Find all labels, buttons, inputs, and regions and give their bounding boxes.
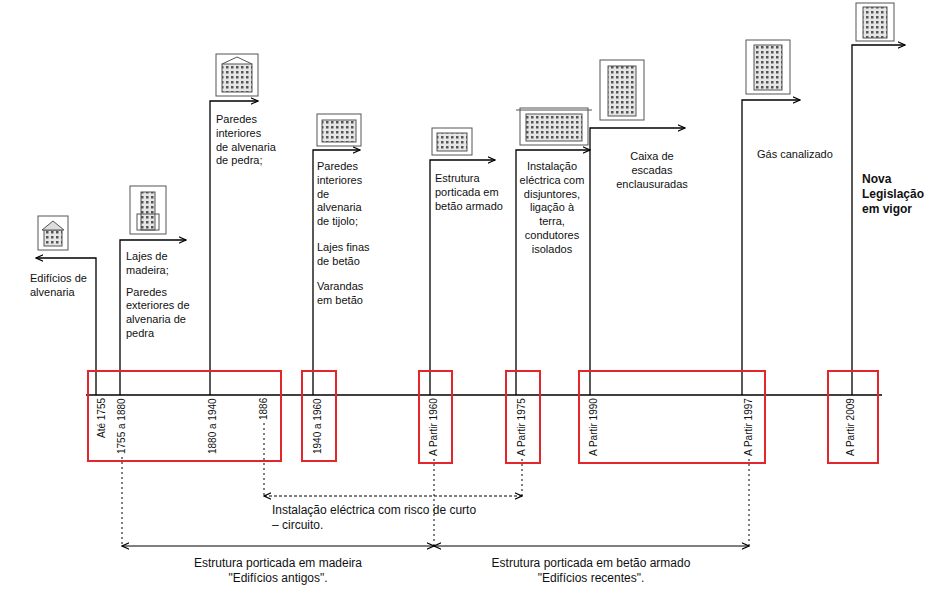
date-box: A Partir 2009: [827, 370, 879, 464]
feature-note: Paredes exteriores de alvenaria de pedra: [126, 286, 198, 341]
building-icon: [600, 60, 644, 120]
date-box: 1940 a 1960: [301, 370, 337, 462]
feature-note: Instalação eléctrica com disjuntores, li…: [519, 160, 585, 256]
date-box: A Partir 1975: [505, 370, 541, 464]
building-icon: [130, 186, 166, 234]
feature-note: Estrutura porticada em betão armado: [435, 172, 507, 213]
step-lines: [36, 45, 905, 395]
leader-line: [122, 457, 123, 546]
feature-note: Caixa de escadas enclausuradas: [612, 150, 692, 191]
period-brackets: [122, 496, 749, 546]
building-icon: [856, 3, 894, 41]
building-icon: [432, 128, 472, 155]
date-label: Até 1755: [96, 398, 108, 438]
date-box: A Partir 1960: [418, 370, 453, 464]
date-label: A Partir 1990: [588, 398, 600, 456]
building-icons: [38, 3, 894, 250]
feature-note: Instalação eléctrica com risco de curto …: [272, 503, 477, 533]
time-axis: [86, 394, 882, 396]
feature-note: Lajes finas de betão: [317, 241, 375, 269]
feature-note: Estrutura porticada em madeira "Edifício…: [178, 556, 378, 586]
date-label: 1755 a 1880: [116, 398, 128, 454]
date-label: A Partir 1960: [428, 398, 440, 456]
date-label: A Partir 2009: [845, 398, 857, 456]
building-icon: [746, 40, 790, 94]
period-arrow: [122, 546, 434, 547]
feature-note: Gás canalizado: [757, 148, 837, 162]
step-arrow: [852, 45, 905, 395]
building-icon: [516, 108, 592, 145]
period-arrow: [434, 546, 749, 547]
feature-note: Varandas em betão: [317, 280, 375, 308]
leader-line: [749, 459, 750, 546]
leader-line: [522, 459, 523, 496]
period-arrow: [264, 496, 522, 497]
date-box: A Partir 1990 A Partir 1997: [578, 370, 766, 464]
step-arrow: [516, 150, 590, 395]
date-box: Até 1755 1755 a 1880 1880 a 1940 1886: [87, 370, 282, 462]
feature-note: Lajes de madeira;: [126, 250, 198, 278]
step-arrow: [313, 150, 360, 395]
building-icon: [38, 216, 68, 250]
building-icon: [317, 114, 361, 146]
leader-line: [434, 459, 435, 546]
step-arrow: [742, 100, 800, 395]
feature-note: Nova Legislação em vigor: [862, 172, 942, 217]
date-label: 1880 a 1940: [207, 398, 219, 454]
feature-note: Paredes interiores de alvenaria de tijol…: [317, 160, 375, 229]
date-label: 1886: [258, 398, 270, 420]
date-label: A Partir 1997: [743, 398, 755, 456]
feature-note: Edifícios de alvenaria: [30, 272, 92, 300]
building-icon: [216, 54, 258, 96]
date-label: 1940 a 1960: [312, 398, 324, 454]
feature-note: Paredes interiores de alvenaria de pedra…: [216, 113, 276, 168]
feature-note: Estrutura porticada em betão armado "Edi…: [471, 556, 711, 586]
date-label: A Partir 1975: [516, 398, 528, 456]
leader-line: [264, 423, 265, 496]
